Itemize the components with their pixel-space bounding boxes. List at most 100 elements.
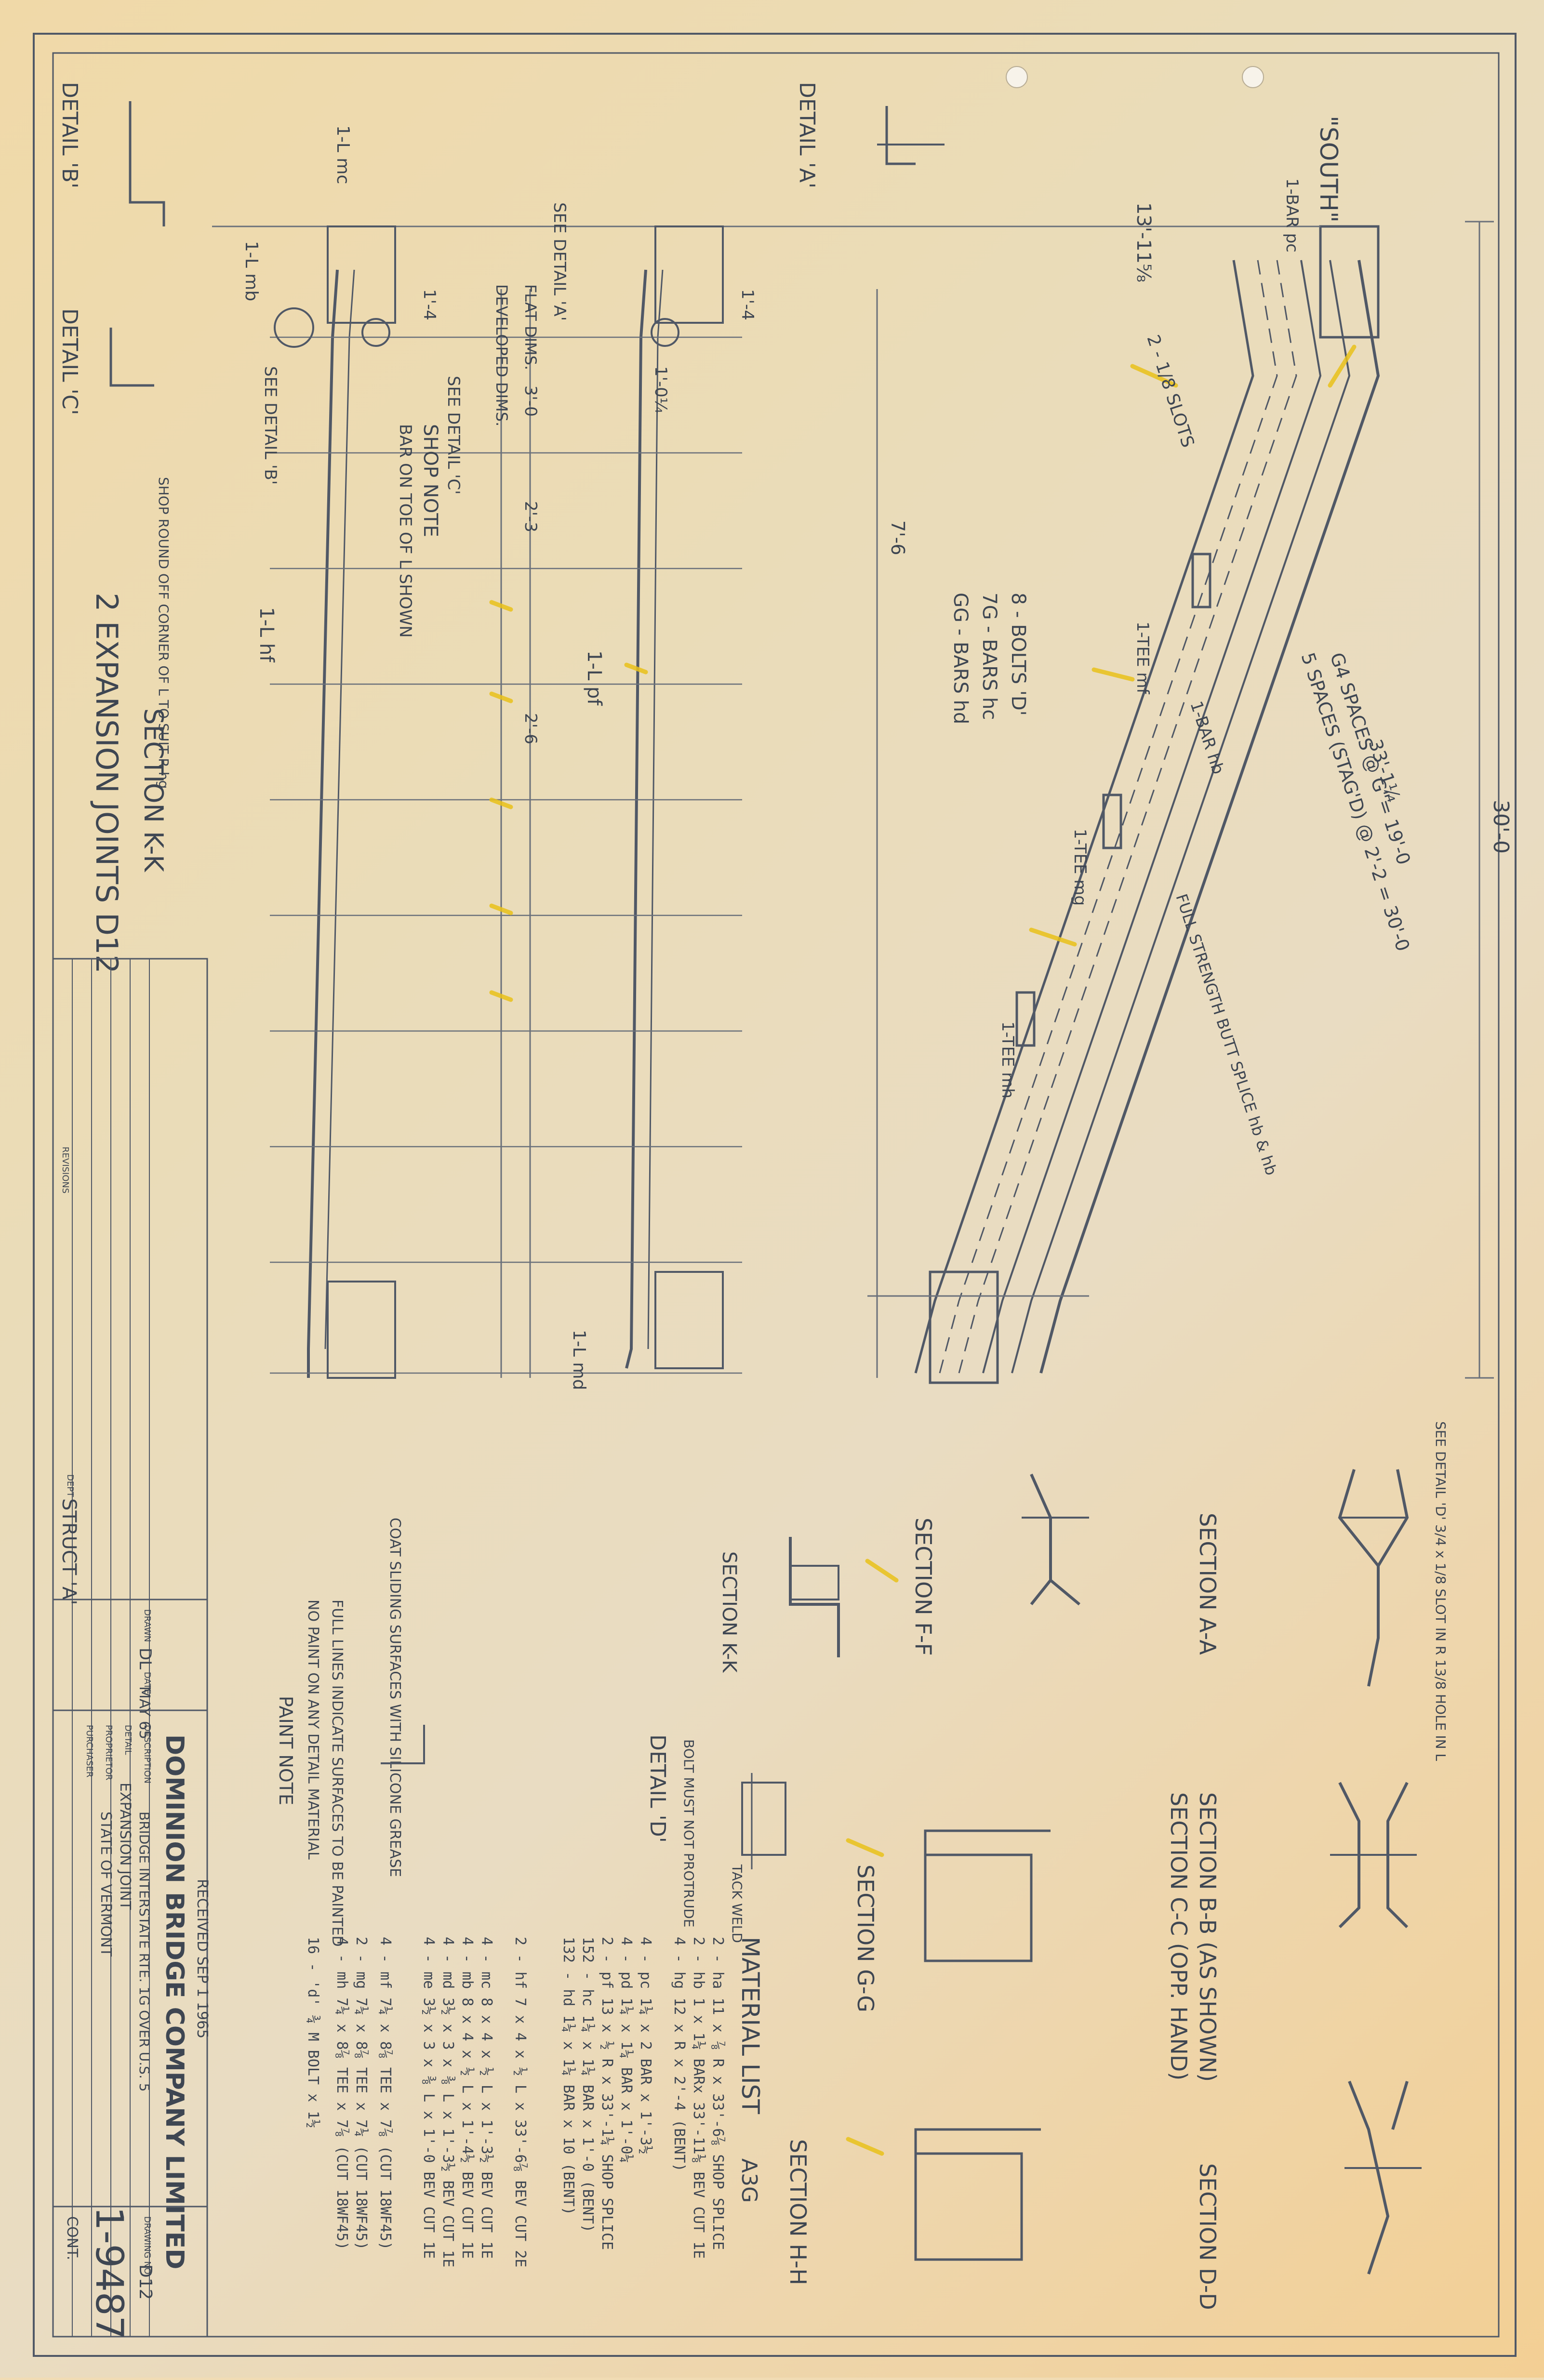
- material-row: 4 - me 3½ x 3 x ⅜ L x 1'-0 BEV CUT 1E: [420, 1937, 437, 2259]
- paint-note-title: PAINT NOTE: [275, 1696, 296, 1805]
- dim-2-6: 2'-6: [521, 713, 540, 744]
- section-cc-title: SECTION C-C (OPP. HAND): [1166, 1792, 1192, 2080]
- girder-flange-line: [982, 260, 1322, 1374]
- see-detail-d-note: SEE DETAIL 'D' 3/4 x 1/8 SLOT IN R 13/8 …: [1433, 1421, 1449, 1761]
- tee-plate: [1102, 793, 1122, 849]
- detail-circle: [361, 318, 390, 347]
- bolt-protrude-note: BOLT MUST NOT PROTRUDE: [681, 1739, 697, 1928]
- bolts-note: 8 - BOLTS 'D': [1007, 593, 1029, 716]
- see-detail-b: SEE DETAIL 'B': [261, 366, 280, 485]
- tee-plate: [1191, 553, 1211, 608]
- date-value: MAY 65: [136, 1686, 153, 1739]
- bar-hb-label: 1-BAR hb: [1186, 699, 1228, 777]
- dim-1-04: 1'-0¼: [651, 366, 670, 413]
- material-row: 4 - md 3½ x 3 x ⅜ L x 1'-3½ BEV CUT 1E: [439, 1937, 456, 2267]
- beam-line: [307, 269, 339, 1378]
- bar-pc-label: 1-BAR pc: [1282, 178, 1302, 252]
- material-row: 4 - mb 8 x 4 x ½ L x 1'-4½ BEV CUT 1E: [459, 1937, 476, 2259]
- section-ff-title: SECTION F-F: [910, 1518, 936, 1656]
- notes-block: COAT SLIDING SURFACES WITH SILICONE GREA…: [275, 1518, 425, 1947]
- shop-note-text: BAR ON TOE OF L SHOWN: [396, 424, 415, 638]
- dim-1-4: 1'-4: [420, 289, 439, 320]
- drawn-by: DL: [135, 1648, 155, 1669]
- girder-flange-line: [1011, 260, 1351, 1374]
- developed-dims-label: DEVELOPED DIMS.: [492, 284, 511, 426]
- material-row: 4 - hg 12 x R x 2'-4 (BENT): [671, 1937, 688, 2172]
- coat-note: COAT SLIDING SURFACES WITH SILICONE GREA…: [386, 1518, 403, 1877]
- flat-dims-label: FLAT DIMS.: [521, 284, 540, 370]
- material-row: 2 - mg 7¼ x 8⅞ TEE x 7¼ (CUT 18WF45): [353, 1937, 370, 2250]
- section-gg-title: SECTION G-G: [852, 1864, 878, 2012]
- section-gg-box: [924, 1853, 1033, 1962]
- south-label: "SOUTH": [1315, 116, 1343, 223]
- girder-flange-line: [1039, 260, 1380, 1374]
- tack-weld-note: TACK WELD: [729, 1864, 745, 1943]
- material-row: 4 - mc 8 x 4 x ½ L x 1'-3½ BEV CUT 1E: [478, 1937, 495, 2259]
- section-kk-elevation: SECTION K-K FLAT DIMS. DEVELOPED DIMS. S…: [138, 125, 908, 1390]
- description-value: BRIDGE INTERSTATE RTE. 1G OVER U.S. 5: [136, 1811, 152, 2092]
- paint-note-line-2: NO PAINT ON ANY DETAIL MATERIAL: [305, 1600, 321, 1860]
- material-row: 132 - hd 1¼ x 1¼ BAR x 10 (BENT): [560, 1937, 577, 2215]
- section-hh-title: SECTION H-H: [785, 2139, 811, 2285]
- company-name: DOMINION BRIDGE COMPANY LIMITED: [160, 1734, 189, 2269]
- tee-mh-label: 1-TEE mh: [998, 1021, 1017, 1098]
- section-bb-title: SECTION B-B (AS SHOWN): [1195, 1792, 1221, 2082]
- material-row: 2 - hb 1 x 1¼ BARx 33'-11⅛ BEV CUT 1E: [690, 1937, 707, 2259]
- bars-hc-note: 7G - BARS hc: [978, 593, 1000, 720]
- beam-line: [625, 269, 647, 1369]
- tee-mg-label: 1-TEE mg: [1070, 829, 1090, 906]
- detail-d-title: DETAIL 'D': [645, 1734, 670, 1843]
- outer-border: [33, 33, 1517, 2357]
- detail-circle: [651, 318, 679, 347]
- label-drawn: DRAWN: [142, 1609, 152, 1642]
- end-block-bottom: [929, 1270, 999, 1384]
- material-list-code: A3G: [737, 2158, 761, 2203]
- label-purchaser: PURCHASER: [84, 1725, 94, 1777]
- dim-1-4-b: 1'-4: [738, 289, 757, 320]
- drawing-number: D12: [135, 2264, 155, 2300]
- material-row: 152 - hc 1¼ x 1¼ BAR x 1'-0 (BENT): [579, 1937, 596, 2233]
- label-lmb: 1-L mb: [241, 241, 261, 301]
- hole-punch: [1006, 66, 1028, 88]
- label-drawing-no: DRAWING NO.: [142, 2216, 152, 2277]
- plan-view: 30'-0 "SOUTH" G4 SPACES @ G"= 19'-0 5 SP…: [212, 116, 1513, 1384]
- dept-value: STRUCT 'A': [58, 1498, 80, 1605]
- label-proprietor: PROPRIETOR: [104, 1725, 114, 1780]
- material-row: 4 - mh 7¼ x 8⅞ TEE x 7⅞ (CUT 18WF45): [333, 1937, 350, 2250]
- material-row: 2 - pf 13 x ½ R x 33'-1¼ SHOP SPLICE: [599, 1937, 615, 2250]
- girder-flange-line: [914, 260, 1254, 1374]
- slots-note: 2 - 1/8 SLOTS: [1143, 332, 1198, 450]
- dim-2-3: 2'-3: [521, 501, 540, 532]
- detail-b-title: DETAIL 'B': [57, 82, 82, 188]
- expansion-joints-title: 2 EXPANSION JOINTS D12: [89, 593, 124, 974]
- end-block-top: [1319, 225, 1380, 339]
- sheet-number: 1-9487: [87, 2207, 131, 2340]
- received-stamp: RECEIVED SEP 1 1965: [194, 1879, 211, 2038]
- section-dd-title: SECTION D-D: [1195, 2163, 1221, 2310]
- paint-note-line-1: FULL LINES INDICATE SURFACES TO BE PAINT…: [329, 1600, 346, 1947]
- material-row: 4 - pd 1¼ x 1¼ BAR x 1'-0¼: [618, 1937, 635, 2163]
- details-left: DETAIL 'A' DETAIL 'B' DETAIL 'C' SHOP RO…: [57, 82, 945, 974]
- girder-flange-line: [958, 260, 1297, 1374]
- proprietor-value: STATE OF VERMONT: [97, 1811, 114, 1957]
- label-lmc: 1-L mc: [333, 125, 353, 184]
- section-hh-box: [914, 2152, 1023, 2261]
- material-list: MATERIAL LIST A3G 2 - ha 11 x ⅞ R x 33'-…: [305, 1937, 764, 2267]
- detail-value: EXPANSION JOINT: [117, 1783, 133, 1910]
- detail-circle: [274, 307, 314, 348]
- section-views: SECTION A-A SECTION B-B (AS SHOWN) SECTI…: [645, 1421, 1449, 2310]
- detail-c-title: DETAIL 'C': [57, 308, 82, 415]
- tee-plate: [1015, 991, 1036, 1047]
- dim-7-6: 7'-6: [887, 520, 908, 555]
- cont-label: CONT.: [64, 2216, 80, 2260]
- material-row: 2 - ha 11 x ⅞ R x 33'-6⅞ SHOP SPLICE: [709, 1937, 726, 2250]
- label-lf: 1-L hf: [255, 607, 278, 662]
- dim-3-0: 3'-0: [521, 385, 540, 417]
- bars-hd-note: GG - BARS hd: [949, 593, 972, 724]
- detail-a-title: DETAIL 'A': [795, 82, 819, 188]
- section-aa-title: SECTION A-A: [1195, 1513, 1221, 1655]
- material-row: 4 - mf 7¼ x 8⅞ TEE x 7⅞ (CUT 18WF45): [377, 1937, 394, 2250]
- revisions-label: REVISIONS: [60, 1147, 70, 1193]
